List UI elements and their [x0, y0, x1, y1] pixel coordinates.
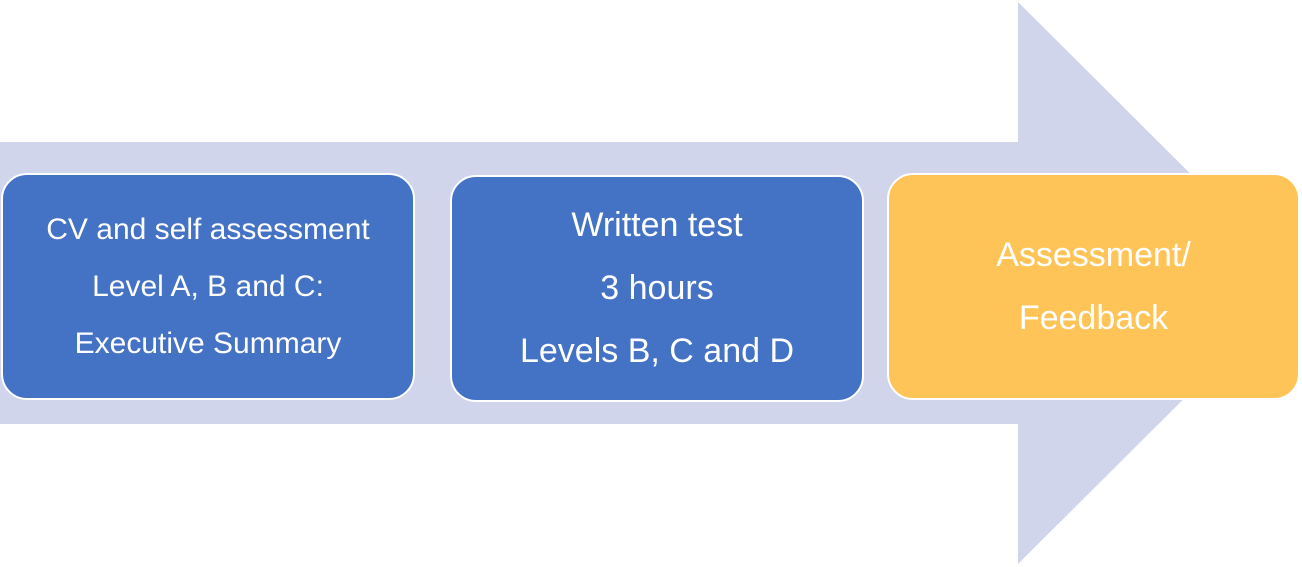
step-cv-self-assessment: CV and self assessment Level A, B and C:… — [1, 173, 415, 400]
step-3-line-1: Assessment/ — [996, 235, 1191, 274]
step-2-line-1: Written test — [571, 206, 743, 244]
step-assessment-feedback: Assessment/ Feedback — [887, 173, 1300, 400]
step-3-line-2: Feedback — [1018, 298, 1169, 337]
step-1-line-1: CV and self assessment — [46, 213, 370, 246]
step-written-test: Written test 3 hours Levels B, C and D — [450, 175, 864, 402]
step-2-line-3: Levels B, C and D — [519, 332, 795, 370]
step-2-line-2: 3 hours — [600, 269, 714, 307]
step-1-line-2: Level A, B and C: — [92, 270, 324, 303]
step-1-line-3: Executive Summary — [74, 327, 342, 360]
